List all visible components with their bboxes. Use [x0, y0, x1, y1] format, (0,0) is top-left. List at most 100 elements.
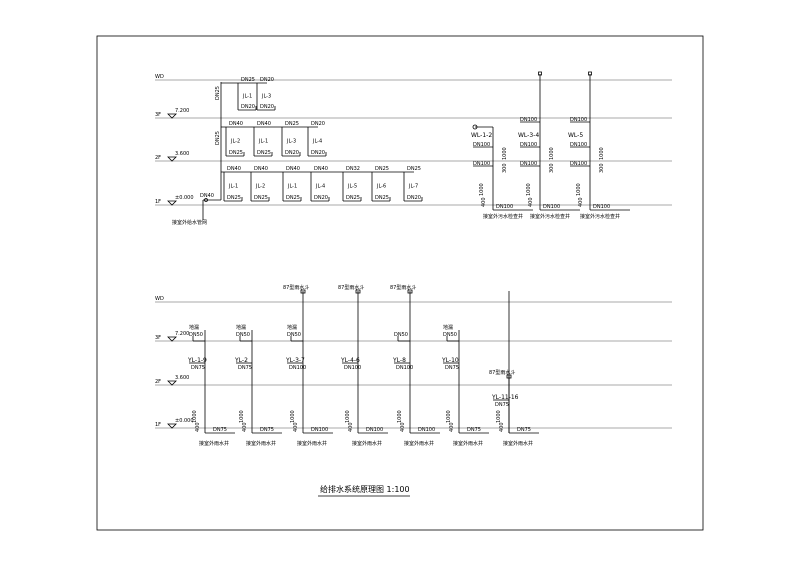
supply-1f-pipe-dn-label: DN40: [227, 166, 241, 172]
rain-outlet-dn-label: DN75: [213, 427, 227, 433]
rain-roof-drain-label: 87型雨水斗: [338, 284, 364, 291]
dimension-label: 400: [481, 197, 487, 207]
supply-1f-unit-label: JL-4: [315, 184, 325, 190]
waste-stack-label: WL-3-4: [518, 132, 539, 139]
dimension-label: 1000: [446, 410, 452, 423]
supply-1f-branch-dn-label: DN25: [254, 195, 268, 201]
supply-riser-dn-label: DN25: [215, 131, 221, 145]
rain-stack-label: YL-11-16: [491, 394, 519, 401]
supply-2f-pipe-dn-label: DN40: [257, 121, 271, 127]
rain-stack-label: YL-2: [234, 357, 248, 364]
dimension-label: 400: [578, 197, 584, 207]
waste-floor-dn-label: DN100: [520, 161, 537, 167]
rain-branch-dn-label: DN50: [189, 332, 203, 338]
rain-stack-label: YL-1-9: [187, 357, 207, 364]
waste-vent-cap-icon: [588, 71, 592, 76]
supply-3f-pipe-dn-label: DN20: [260, 77, 274, 83]
rain-stack-dn-label: DN75: [445, 365, 459, 371]
rain-roof-drain-icon: [300, 289, 306, 294]
rain-outlet-dn-label: DN75: [260, 427, 274, 433]
waste-stack-label: WL-5: [568, 132, 583, 139]
dimension-label: 400: [449, 422, 455, 432]
supply-2f-branch-dn-label: DN20: [311, 150, 325, 156]
supply-1f-unit-label: JL-7: [408, 184, 418, 190]
dimension-label: 1000: [549, 147, 555, 160]
supply-1f-pipe-dn-label: DN25: [375, 166, 389, 172]
waste-outlet-dn-label: DN100: [593, 204, 610, 210]
dimension-label: 1000: [526, 183, 532, 196]
waste-floor-dn-label: DN100: [570, 161, 587, 167]
rain-roof-drain-label: 87型雨水斗: [390, 284, 416, 291]
rain-stack-label: YL-8: [392, 357, 406, 364]
rain-branch-dn-label: DN50: [287, 332, 301, 338]
waste-outlet-dn-label: DN100: [496, 204, 513, 210]
supply-1f-unit-label: JL-6: [376, 184, 386, 190]
supply-3f-unit-label: JL-3: [261, 94, 271, 100]
rain-outlet-dn-label: DN75: [467, 427, 481, 433]
drawing-title: 给排水系统原理图 1:100: [320, 484, 410, 494]
rain-outlet-note: 接室外雨水井: [199, 440, 229, 447]
dimension-label: 1000: [599, 147, 605, 160]
floor-label: WD: [155, 296, 164, 302]
rain-branch-dn-label: DN50: [236, 332, 250, 338]
level-elevation-label: 3.600: [175, 375, 189, 381]
supply-1f-branch-dn-label: DN25: [227, 195, 241, 201]
rain-outlet-dn-label: DN100: [366, 427, 383, 433]
supply-2f-unit-label: JL-3: [286, 139, 296, 145]
floor-label: 1F: [155, 199, 161, 205]
rain-stack-label: YL-10: [441, 357, 459, 364]
level-elevation-label: ±0.000: [175, 195, 194, 201]
supply-1f-pipe-dn-label: DN40: [286, 166, 300, 172]
supply-1f-branch-dn-label: DN25: [375, 195, 389, 201]
supply-1f-branch-dn-label: DN25: [346, 195, 360, 201]
dimension-label: 400: [528, 197, 534, 207]
rain-outlet-note: 接室外雨水井: [246, 440, 276, 447]
rain-outlet-dn-label: DN75: [517, 427, 531, 433]
waste-stack-dn-label: DN100: [520, 117, 537, 123]
supply-2f-branch-dn-label: DN20: [285, 150, 299, 156]
waste-drainage-system: WL-1-2DN100DN100DN100接室外污水检查井40010003001…: [471, 71, 630, 220]
waste-floor-dn-label: DN100: [473, 161, 490, 167]
dimension-label: 400: [293, 422, 299, 432]
level-marker-triangle: [167, 113, 177, 119]
floor-label: 3F: [155, 335, 161, 341]
rain-drain-cap-label: 地漏: [189, 324, 199, 331]
rain-drain-cap-label: 地漏: [236, 324, 246, 331]
waste-stack-label: WL-1-2: [471, 132, 492, 139]
level-marker-triangle: [167, 200, 177, 206]
supply-valve-icon: [204, 198, 208, 202]
waste-outlet-dn-label: DN100: [543, 204, 560, 210]
rain-roof-drain-label: 87型雨水斗: [489, 369, 515, 376]
dimension-label: 1000: [239, 410, 245, 423]
floor-label: 2F: [155, 155, 161, 161]
level-elevation-label: 7.200: [175, 331, 189, 337]
dimension-label: 1000: [496, 410, 502, 423]
rain-stack-dn-label: DN100: [289, 365, 306, 371]
supply-1f-pipe-dn-label: DN25: [407, 166, 421, 172]
rain-outlet-dn-label: DN100: [418, 427, 435, 433]
supply-2f-pipe-dn-label: DN20: [311, 121, 325, 127]
dimension-label: 300: [549, 163, 555, 173]
rain-branch-dn-label: DN50: [443, 332, 457, 338]
rain-stack-dn-label: DN100: [344, 365, 361, 371]
rain-outlet-note: 接室外雨水井: [453, 440, 483, 447]
rain-stack-dn-label: DN75: [495, 402, 509, 408]
level-marker-triangle: [167, 380, 177, 386]
waste-outlet-note: 接室外污水检查井: [530, 213, 570, 220]
supply-3f-branch-dn-label: DN20: [260, 104, 274, 110]
supply-2f-branch-dn-label: DN25: [257, 150, 271, 156]
supply-1f-branch-dn-label: DN20: [314, 195, 328, 201]
dimension-label: 1000: [192, 410, 198, 423]
supply-1f-pipe-dn-label: DN32: [346, 166, 360, 172]
dimension-label: 1000: [576, 183, 582, 196]
dimension-label: 400: [348, 422, 354, 432]
rain-roof-drain-label: 87型雨水斗: [283, 284, 309, 291]
dimension-label: 1000: [290, 410, 296, 423]
level-marker-triangle: [167, 336, 177, 342]
supply-2f-unit-label: JL-1: [258, 139, 268, 145]
supply-riser-dn-label: DN25: [215, 86, 221, 100]
supply-2f-pipe-dn-label: DN25: [285, 121, 299, 127]
dimension-label: 400: [400, 422, 406, 432]
